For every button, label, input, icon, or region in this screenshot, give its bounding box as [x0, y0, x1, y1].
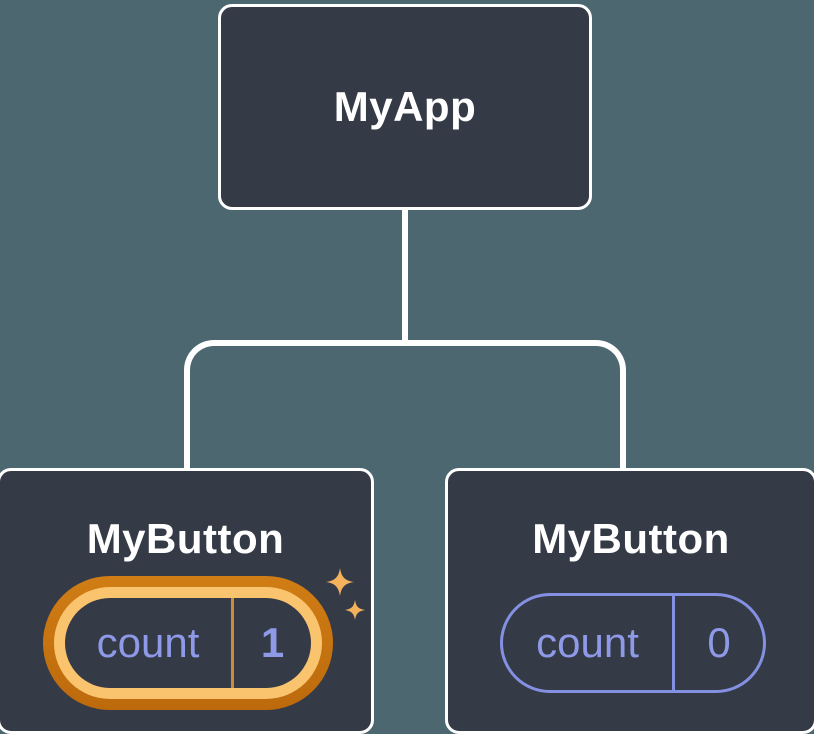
component-node-mybutton-unchanged: MyButton count 0 [445, 468, 814, 734]
state-pill: count 0 [500, 593, 766, 693]
component-node-myapp: MyApp [218, 4, 592, 210]
component-node-mybutton-updated: MyButton count 1 [0, 468, 374, 734]
state-pill-highlight-ring: count 1 [54, 587, 322, 699]
state-pill-divider [672, 596, 675, 690]
node-label: MyApp [333, 83, 477, 130]
sparkles-icon [326, 568, 365, 620]
node-label: MyButton [532, 515, 730, 562]
node-label: MyButton [86, 515, 285, 562]
state-value: 0 [707, 619, 731, 666]
state-pill-content: count 1 [65, 598, 311, 688]
state-pill-highlighted: count 1 [43, 576, 333, 710]
tree-connector-stem [402, 208, 408, 346]
state-key: count [96, 619, 200, 666]
state-key: count [536, 619, 639, 666]
tree-connector-branches [184, 340, 626, 476]
state-value: 1 [260, 619, 285, 666]
state-pill-divider [231, 598, 234, 688]
